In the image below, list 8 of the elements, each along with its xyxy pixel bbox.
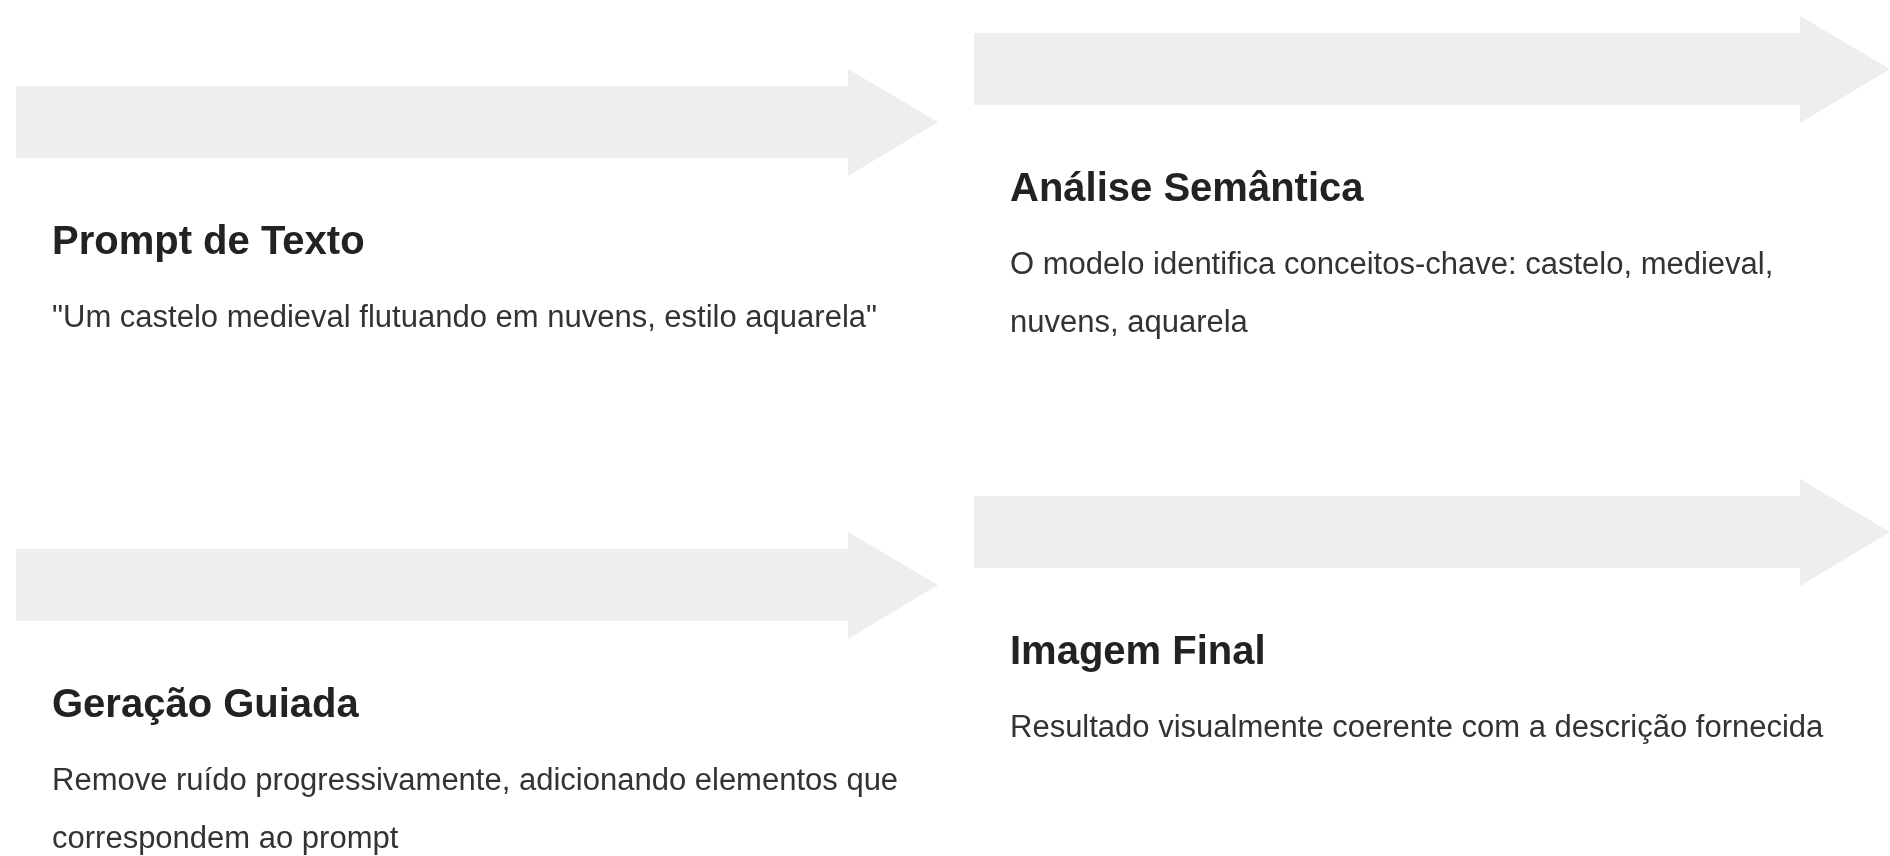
step-description: Resultado visualmente coerente com a descrição fornecida [1010, 708, 1825, 746]
step-description: O modelo identifica conceitos-chave: castelo, medieval, nuvens, aquarela [1010, 245, 1775, 341]
step-description: "Um castelo medieval flutuando em nuvens, estilo aquarela" [52, 298, 878, 336]
step-title: Prompt de Texto [52, 217, 366, 264]
step-title: Imagem Final [1010, 627, 1267, 674]
step-description: Remove ruído progressivamente, adicionando elementos que correspondem ao prompt [52, 761, 900, 856]
step-title: Geração Guiada [52, 680, 360, 727]
step-title: Análise Semântica [1010, 164, 1365, 211]
